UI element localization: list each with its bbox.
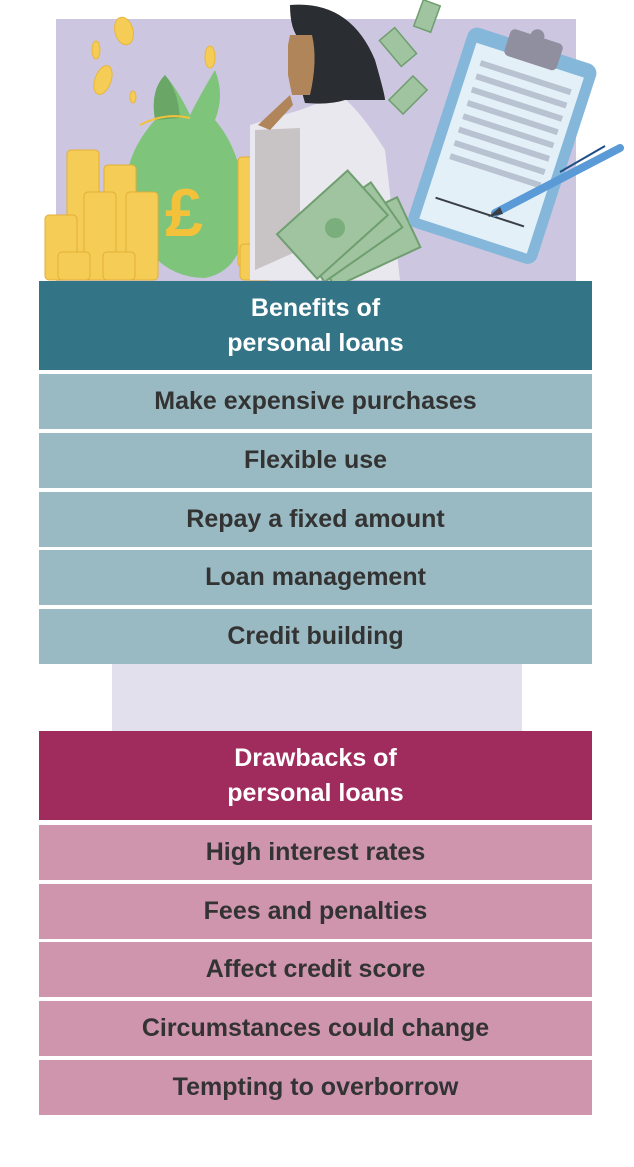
benefit-item: Credit building	[39, 609, 592, 664]
falling-coins-icon	[91, 16, 216, 104]
benefit-item: Repay a fixed amount	[39, 492, 592, 547]
benefit-item: Flexible use	[39, 433, 592, 488]
drawback-item: Circumstances could change	[39, 1001, 592, 1056]
benefits-header: Benefits of personal loans	[39, 281, 592, 370]
benefit-item: Make expensive purchases	[39, 374, 592, 429]
section-connector	[112, 664, 522, 731]
drawback-item: Fees and penalties	[39, 884, 592, 939]
drawback-item: High interest rates	[39, 825, 592, 880]
benefit-item: Loan management	[39, 550, 592, 605]
loan-illustration: £	[0, 0, 634, 282]
pen-icon	[488, 144, 624, 217]
pound-sign-icon: £	[165, 175, 203, 251]
drawback-item: Affect credit score	[39, 942, 592, 997]
falling-banknotes-icon	[378, 0, 442, 116]
clipboard-icon	[408, 27, 597, 264]
drawback-item: Tempting to overborrow	[39, 1060, 592, 1115]
banknote-icon	[275, 169, 422, 282]
drawbacks-header: Drawbacks of personal loans	[39, 731, 592, 820]
